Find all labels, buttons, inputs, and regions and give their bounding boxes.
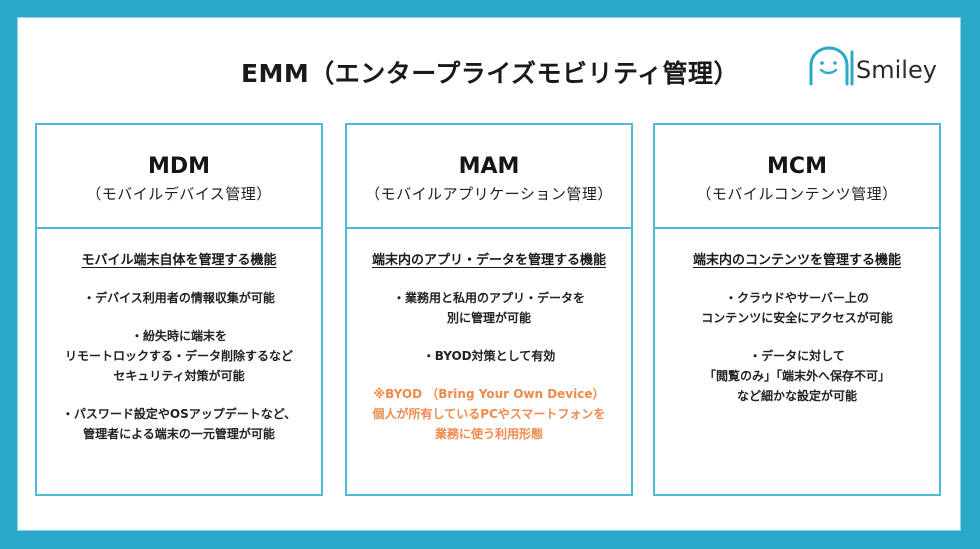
mcm-subtitle: 端末内のコンテンツを管理する機能 [692,253,901,268]
mdm-body: モバイル端末自体を管理する機能 ・デバイス利用者の情報収集が可能 ・紛失時に端末… [37,229,321,444]
page-title: EMM（エンタープライズモビリティ管理） [240,59,740,88]
mcm-box: MCM （モバイルコンテンツ管理） 端末内のコンテンツを管理する機能 ・クラウド… [653,123,941,496]
ai-smiley-face-icon [808,46,854,86]
mdm-abbr: MDM [147,154,211,179]
mcm-body: 端末内のコンテンツを管理する機能 ・クラウドやサーバー上の コンテンツに安全にア… [655,229,939,406]
mam-box: MAM （モバイルアプリケーション管理） 端末内のアプリ・データを管理する機能 … [345,123,633,496]
logo-text: Smiley [856,56,937,84]
mdm-item: ・紛失時に端末を リモートロックする・データ削除するなど セキュリティ対策が可能 [64,329,293,383]
mam-full-name: （モバイルアプリケーション管理） [365,185,613,203]
mam-header: MAM （モバイルアプリケーション管理） [347,125,631,229]
mcm-abbr: MCM [767,154,827,179]
mam-abbr: MAM [458,154,520,179]
mdm-item: ・パスワード設定やOSアップデートなど、 管理者による端末の一元管理が可能 [61,407,297,441]
mam-item: ・業務用と私用のアプリ・データを 別に管理が可能 [392,291,585,325]
mdm-header: MDM （モバイルデバイス管理） [37,125,321,229]
mam-item: ・BYOD対策として有効 [422,349,556,363]
mam-body: 端末内のアプリ・データを管理する機能 ・業務用と私用のアプリ・データを 別に管理… [347,229,631,444]
mcm-full-name: （モバイルコンテンツ管理） [696,185,898,203]
mcm-item: ・データに対して 「閲覧のみ」「端末外へ保存不可」 など細かな設定が可能 [703,349,890,403]
mam-subtitle: 端末内のアプリ・データを管理する機能 [371,253,606,268]
brand-logo: Smiley [808,40,937,86]
mdm-full-name: （モバイルデバイス管理） [86,185,272,203]
mcm-header: MCM （モバイルコンテンツ管理） [655,125,939,229]
mdm-item: ・デバイス利用者の情報収集が可能 [83,291,275,305]
mdm-box: MDM （モバイルデバイス管理） モバイル端末自体を管理する機能 ・デバイス利用… [35,123,323,496]
mcm-item: ・クラウドやサーバー上の コンテンツに安全にアクセスが可能 [701,291,893,325]
byod-note: ※BYOD （Bring Your Own Device） 個人が所有しているP… [372,387,606,441]
mdm-subtitle: モバイル端末自体を管理する機能 [81,253,277,268]
